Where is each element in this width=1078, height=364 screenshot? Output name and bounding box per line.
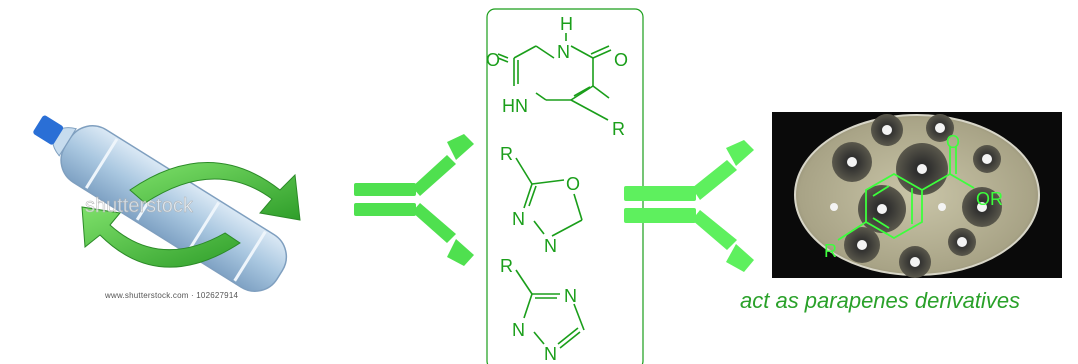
antibody-icon-right	[624, 140, 754, 272]
atom-label: R	[612, 119, 625, 139]
image-credit: www.shutterstock.com · 102627914	[105, 291, 239, 300]
atom-label: R	[824, 241, 837, 261]
atom-label: N	[544, 236, 557, 256]
atom-label: O	[614, 50, 628, 70]
recycled-bottle-image: shutterstock www.shutterstock.com · 1026…	[10, 95, 340, 305]
atom-label: HN	[502, 96, 528, 116]
oxadiazole-structure	[515, 157, 583, 237]
plastic-bottle	[33, 115, 288, 292]
atom-label: O	[946, 132, 960, 152]
bottle-illustration: shutterstock	[33, 115, 301, 292]
uracil-structure	[497, 33, 612, 101]
antibiotic-discs	[830, 123, 992, 267]
bottle-cap	[33, 115, 64, 145]
atom-label: H	[560, 14, 573, 34]
atom-label: O	[566, 174, 580, 194]
atom-label: N	[544, 344, 557, 364]
triazole-structure	[515, 269, 585, 349]
atom-label: N	[564, 286, 577, 306]
paraben-structure	[837, 146, 975, 241]
recycle-arrow-icon	[81, 162, 301, 268]
heterocycle-structures-panel: H O N O HN R R O N N	[486, 8, 646, 364]
caption-text: act as parapenes derivatives	[740, 288, 1021, 313]
watermark-text: shutterstock	[85, 195, 194, 217]
atom-label: R	[500, 144, 513, 164]
petri-dish-image: O OR R	[772, 112, 1062, 278]
atom-label: N	[512, 320, 525, 340]
atom-label: R	[500, 256, 513, 276]
atom-label: O	[486, 50, 500, 70]
antibody-icon-left	[354, 134, 474, 266]
atom-label: N	[512, 209, 525, 229]
atom-label: N	[557, 42, 570, 62]
atom-label: OR	[976, 189, 1003, 209]
